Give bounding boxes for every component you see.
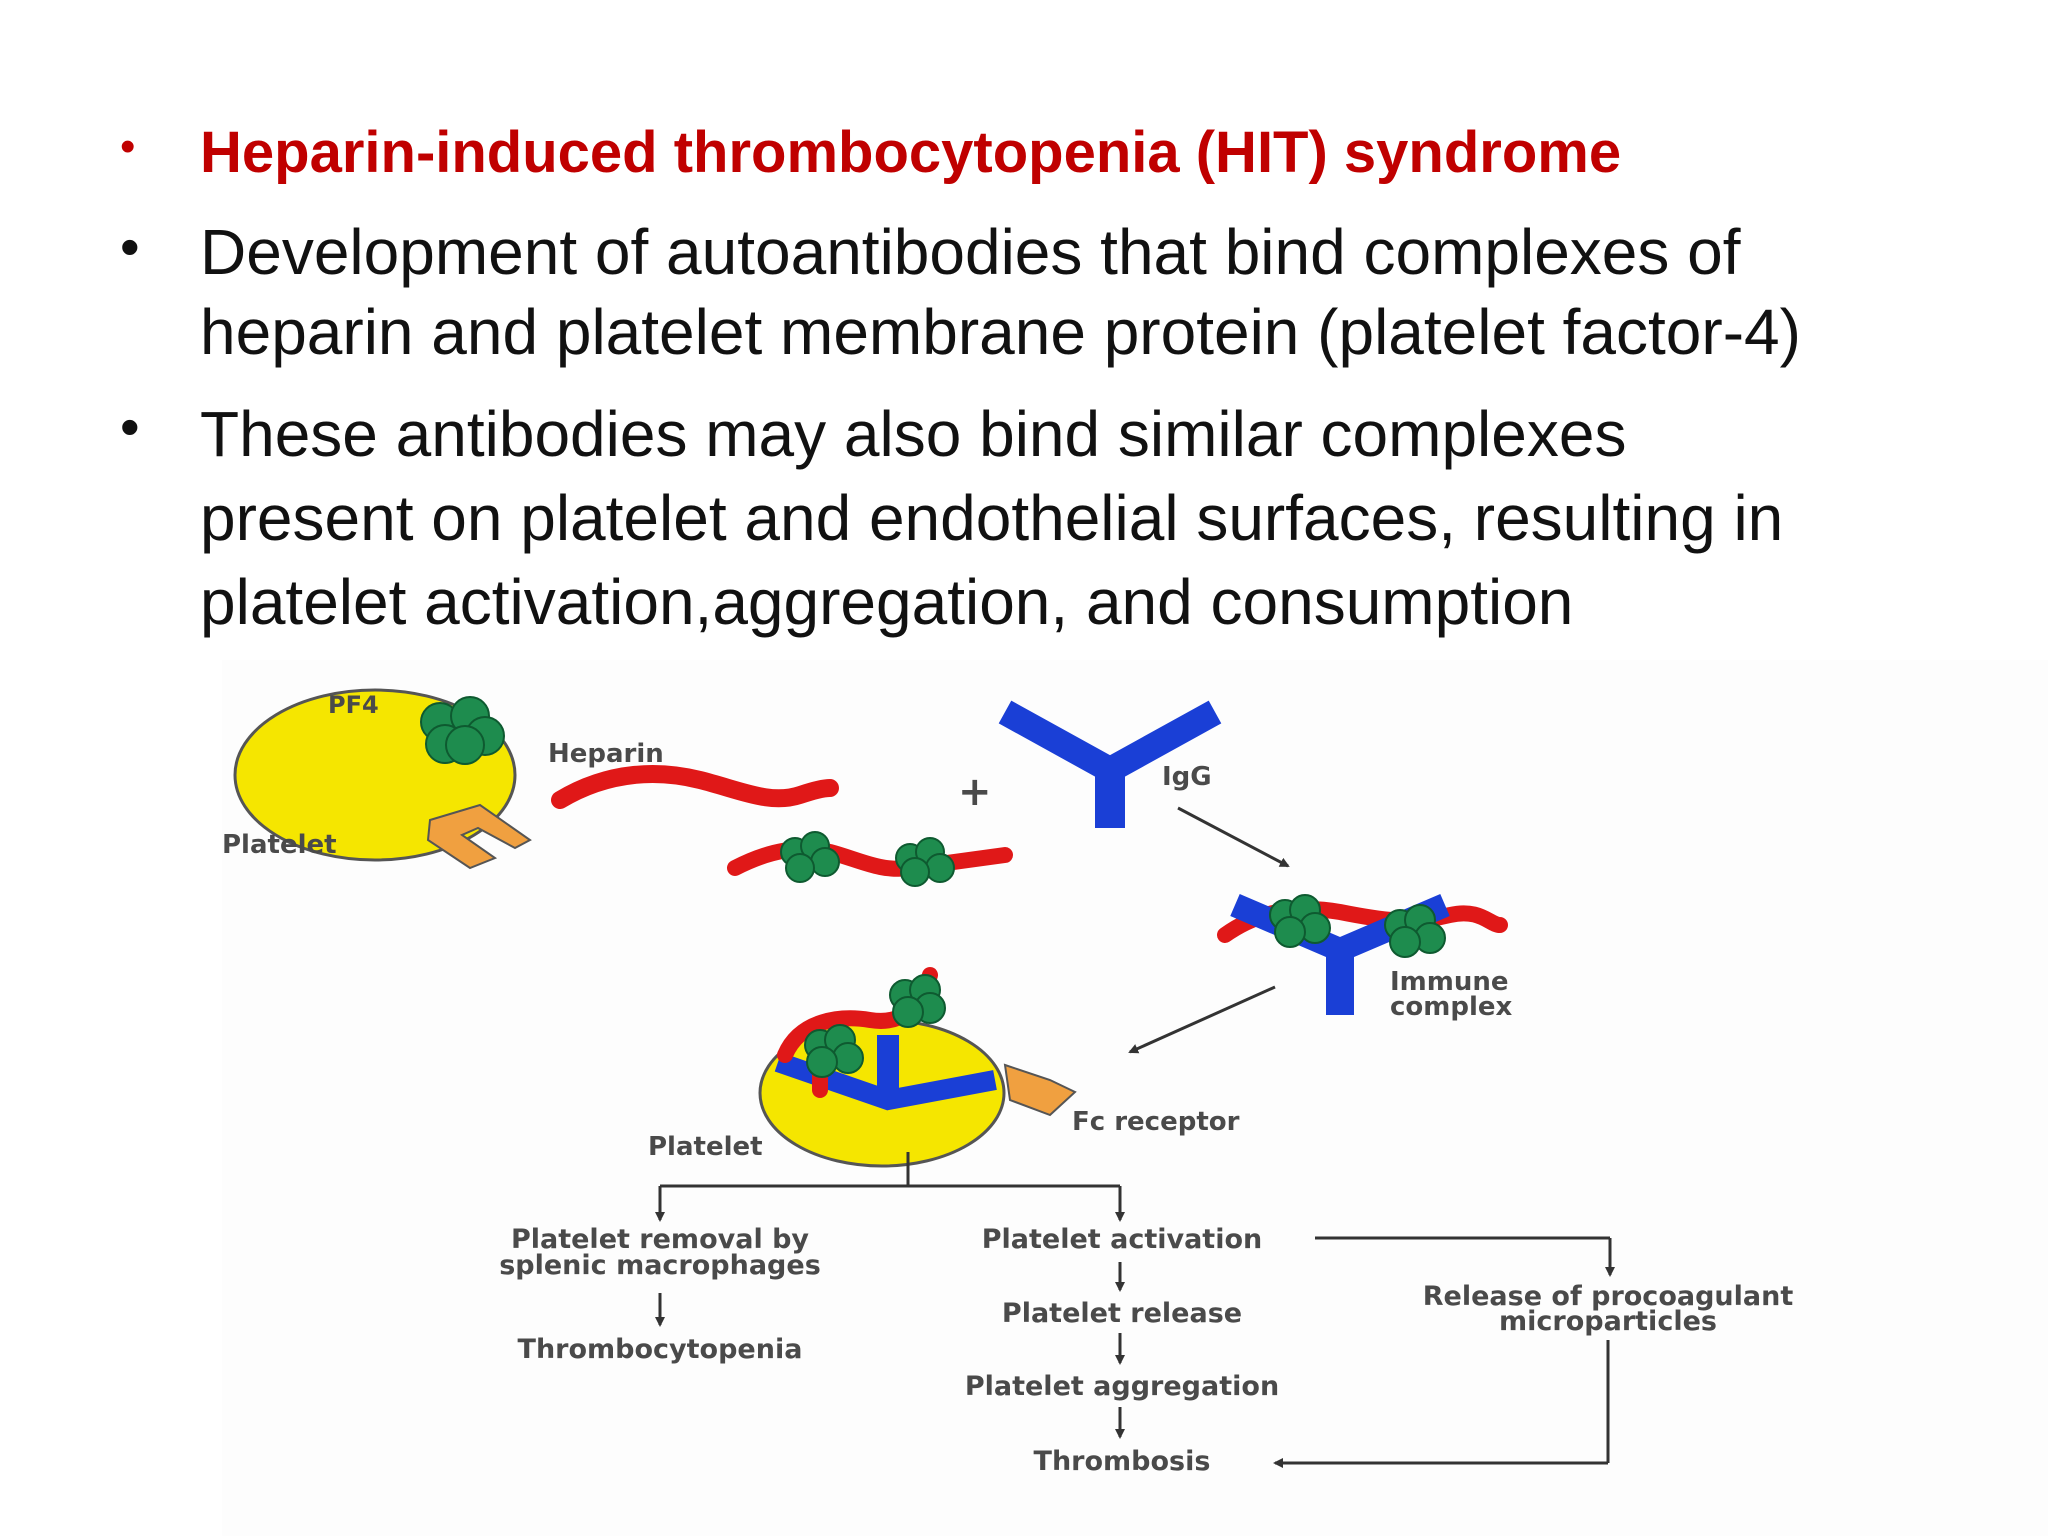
bullet-marker: • xyxy=(120,122,136,171)
diagram-panel xyxy=(222,660,2048,1536)
bullet-line: These antibodies may also bind similar c… xyxy=(200,398,1627,470)
platelet-bound-figure: Platelet Fc receptor xyxy=(648,967,1240,1168)
flowchart-labels: Platelet removal by splenic macrophages … xyxy=(499,1224,1793,1477)
bullet-marker: • xyxy=(120,215,140,278)
pf4-cluster xyxy=(420,696,505,765)
immune-complex-label-2: complex xyxy=(1390,992,1513,1022)
arrow-to-immune-complex xyxy=(1177,806,1290,868)
immune-complex-figure: Immune complex xyxy=(1217,893,1513,1022)
heparin-figure: Heparin xyxy=(548,739,839,809)
heparin-strand xyxy=(551,765,839,809)
bullet-line: Heparin-induced thrombocytopenia (HIT) s… xyxy=(200,120,1622,185)
fc-receptor-shape xyxy=(426,803,532,870)
aggregation-label: Platelet aggregation xyxy=(965,1371,1279,1402)
flowchart-connectors xyxy=(655,1152,1615,1468)
removal-label-1: Platelet removal by xyxy=(511,1224,809,1255)
igg-label: IgG xyxy=(1162,762,1212,792)
plus-sign: + xyxy=(958,769,992,815)
platelet-top-label: Platelet xyxy=(222,830,337,860)
platelet-bottom-label: Platelet xyxy=(648,1132,763,1162)
thrombosis-label: Thrombosis xyxy=(1034,1446,1211,1477)
procoagulant-label-2: microparticles xyxy=(1499,1306,1717,1337)
bullet-text: These antibodies may also bind similar c… xyxy=(200,392,2030,644)
heparin-pf4-complex xyxy=(727,831,1013,887)
activation-label: Platelet activation xyxy=(982,1224,1263,1255)
heparin-label: Heparin xyxy=(548,739,664,769)
bullet-text: Development of autoantibodies that bind … xyxy=(200,212,2030,372)
fc-receptor-label: Fc receptor xyxy=(1072,1107,1240,1137)
arrow-to-platelet-bound xyxy=(1128,985,1276,1054)
bullet-marker: • xyxy=(120,395,140,458)
igg-figure: IgG xyxy=(998,700,1222,828)
thrombocytopenia-label: Thrombocytopenia xyxy=(518,1334,803,1365)
immune-complex-label-1: Immune xyxy=(1390,967,1509,997)
platelet-top-figure: PF4 Platelet xyxy=(222,688,532,870)
bullet-line: platelet activation,aggregation, and con… xyxy=(200,566,1574,638)
release-label: Platelet release xyxy=(1002,1298,1242,1329)
bullet-text: Heparin-induced thrombocytopenia (HIT) s… xyxy=(200,118,2030,188)
bullet-line: present on platelet and endothelial surf… xyxy=(200,482,1784,554)
bullet-line: Development of autoantibodies that bind … xyxy=(200,216,1741,288)
procoagulant-label-1: Release of procoagulant xyxy=(1423,1281,1794,1312)
pf4-label: PF4 xyxy=(328,691,379,719)
removal-label-2: splenic macrophages xyxy=(499,1250,821,1281)
bullet-line: heparin and platelet membrane protein (p… xyxy=(200,296,1801,368)
